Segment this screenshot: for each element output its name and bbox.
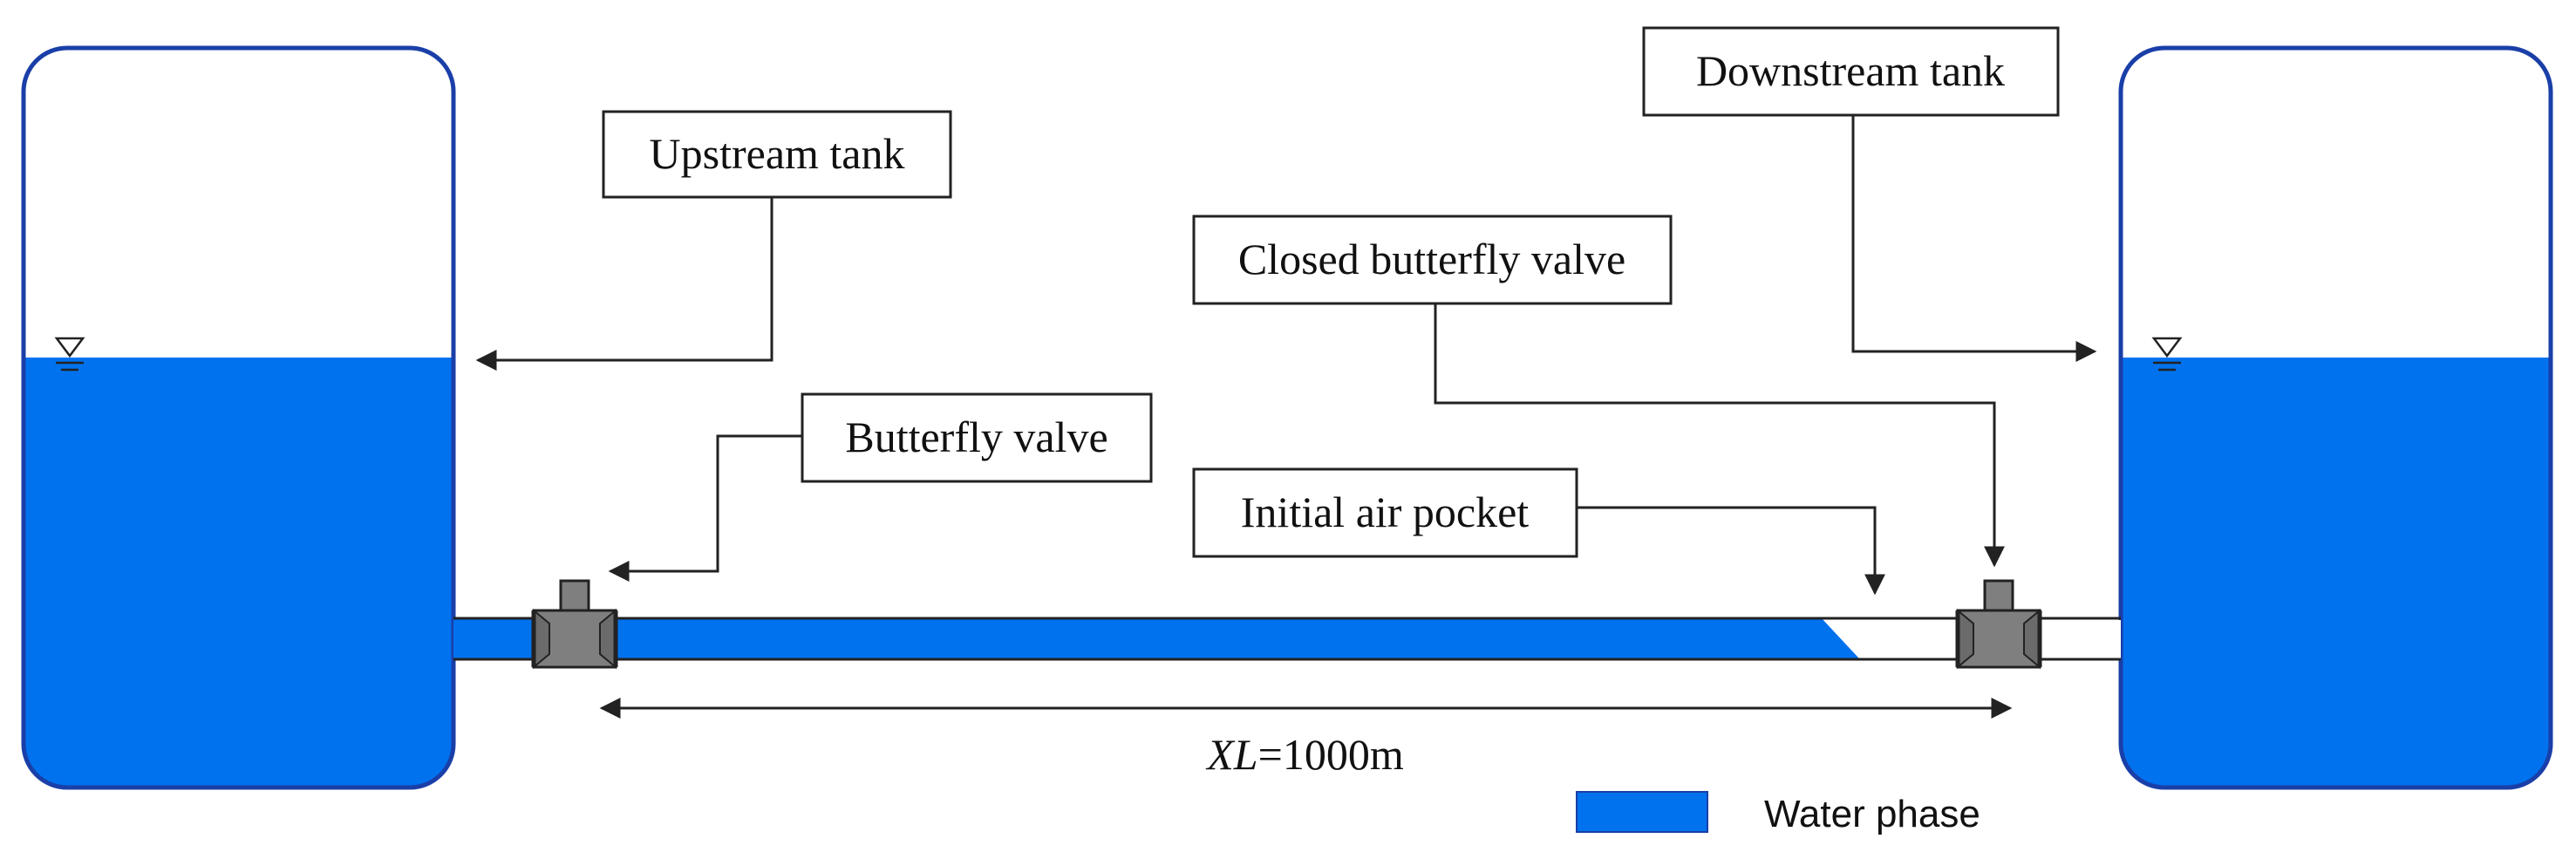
closed-butterfly-valve-label: Closed butterfly valve [1238, 235, 1625, 283]
length-dimension: XL=1000m [599, 698, 2013, 779]
length-variable: XL [1205, 730, 1257, 779]
upstream-tank-label: Upstream tank [650, 129, 905, 178]
upstream-tank-callout: Upstream tank [475, 110, 952, 371]
butterfly-valve-icon [531, 579, 618, 670]
downstream-tank-callout: Downstream tank [1642, 26, 2097, 362]
downstream-tank-water [2121, 358, 2551, 787]
legend-water-label: Water phase [1764, 793, 1980, 835]
upstream-tank [21, 45, 456, 790]
closed-butterfly-valve-callout: Closed butterfly valve [1192, 215, 2005, 568]
downstream-tank [2118, 45, 2553, 790]
water-level-icon [54, 337, 85, 372]
upstream-tank-outline [21, 45, 456, 790]
butterfly-valve-icon [1955, 579, 2042, 670]
downstream-tank-label: Downstream tank [1696, 46, 2005, 95]
pipeline [453, 617, 2121, 661]
pipe-water-section [610, 619, 1859, 658]
downstream-tank-outline [2118, 45, 2553, 790]
initial-air-pocket-label: Initial air pocket [1241, 487, 1530, 536]
butterfly-valve-label: Butterfly valve [845, 412, 1107, 461]
length-label: XL=1000m [1205, 730, 1404, 779]
upstream-tank-water [24, 358, 453, 787]
legend-water-swatch [1576, 791, 1708, 833]
legend: Water phase [1576, 791, 1980, 835]
butterfly-valve-callout: Butterfly valve [608, 392, 1153, 582]
length-value: =1000m [1258, 730, 1404, 779]
initial-air-pocket-callout: Initial air pocket [1192, 467, 1885, 596]
initial-air-pocket-region [1823, 619, 1958, 658]
water-level-icon [2151, 337, 2183, 372]
